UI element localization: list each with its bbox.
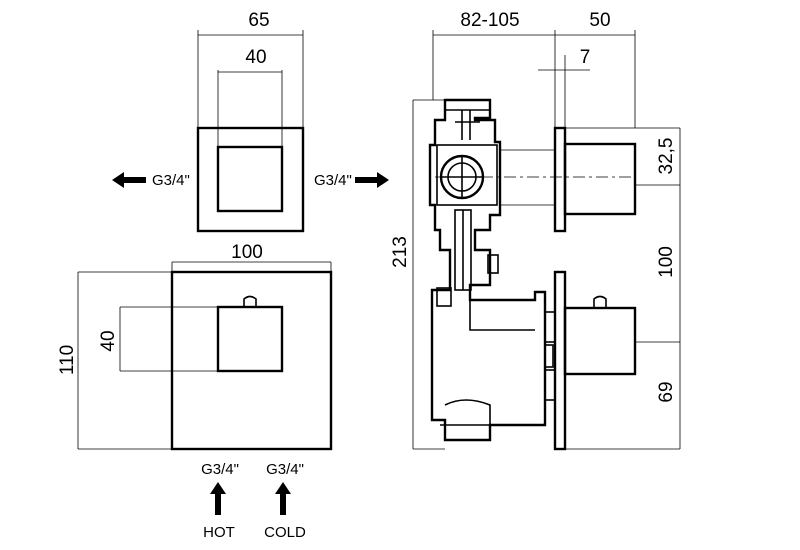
stem-outline bbox=[243, 295, 257, 307]
dim-top-offset: 32,5 bbox=[656, 138, 677, 175]
dim-depth: 82-105 bbox=[460, 10, 519, 31]
top-knob-outline bbox=[216, 145, 284, 213]
dim-top-inner: 40 bbox=[245, 47, 266, 68]
cold-label: COLD bbox=[264, 524, 306, 541]
large-knob-outline bbox=[216, 305, 284, 373]
hot-arrow-icon bbox=[210, 482, 226, 515]
dim-left-height: 110 bbox=[57, 345, 78, 375]
top-plate-view: 65 40 bbox=[196, 10, 305, 233]
hot-thread-label: G3/4" bbox=[201, 461, 239, 478]
upper-knob-side bbox=[563, 142, 637, 216]
large-plate-view: 100 110 40 bbox=[57, 242, 333, 451]
dim-bottom-offset: 69 bbox=[656, 381, 677, 402]
right-outlet-label: G3/4" bbox=[314, 172, 352, 189]
dim-mid-width: 100 bbox=[231, 242, 263, 263]
left-outlet: G3/4" bbox=[112, 172, 190, 189]
large-plate-outline bbox=[170, 270, 333, 451]
cold-thread-label: G3/4" bbox=[266, 461, 304, 478]
right-arrow-icon bbox=[355, 172, 389, 188]
dim-spacing: 100 bbox=[656, 246, 677, 278]
lower-knob-side bbox=[563, 306, 637, 376]
lower-plate-side bbox=[553, 270, 567, 451]
hot-inlet: G3/4" HOT bbox=[201, 461, 239, 541]
top-plate-outline bbox=[196, 126, 305, 233]
dim-plate-offset: 50 bbox=[589, 10, 610, 31]
valve-body bbox=[428, 98, 556, 442]
side-view: 82-105 50 7 213 32,5 100 69 bbox=[390, 10, 681, 451]
lower-stem-side bbox=[593, 295, 607, 308]
left-outlet-label: G3/4" bbox=[152, 172, 190, 189]
hot-label: HOT bbox=[203, 524, 235, 541]
dim-overall-height: 213 bbox=[390, 236, 411, 268]
cold-inlet: G3/4" COLD bbox=[264, 461, 306, 541]
cold-arrow-icon bbox=[275, 482, 291, 515]
dim-left-inner: 40 bbox=[98, 330, 119, 351]
dim-top-width: 65 bbox=[248, 10, 269, 31]
right-outlet: G3/4" bbox=[314, 172, 389, 189]
left-arrow-icon bbox=[112, 172, 146, 188]
upper-plate-side bbox=[553, 126, 567, 233]
dim-small-offset: 7 bbox=[580, 47, 591, 68]
